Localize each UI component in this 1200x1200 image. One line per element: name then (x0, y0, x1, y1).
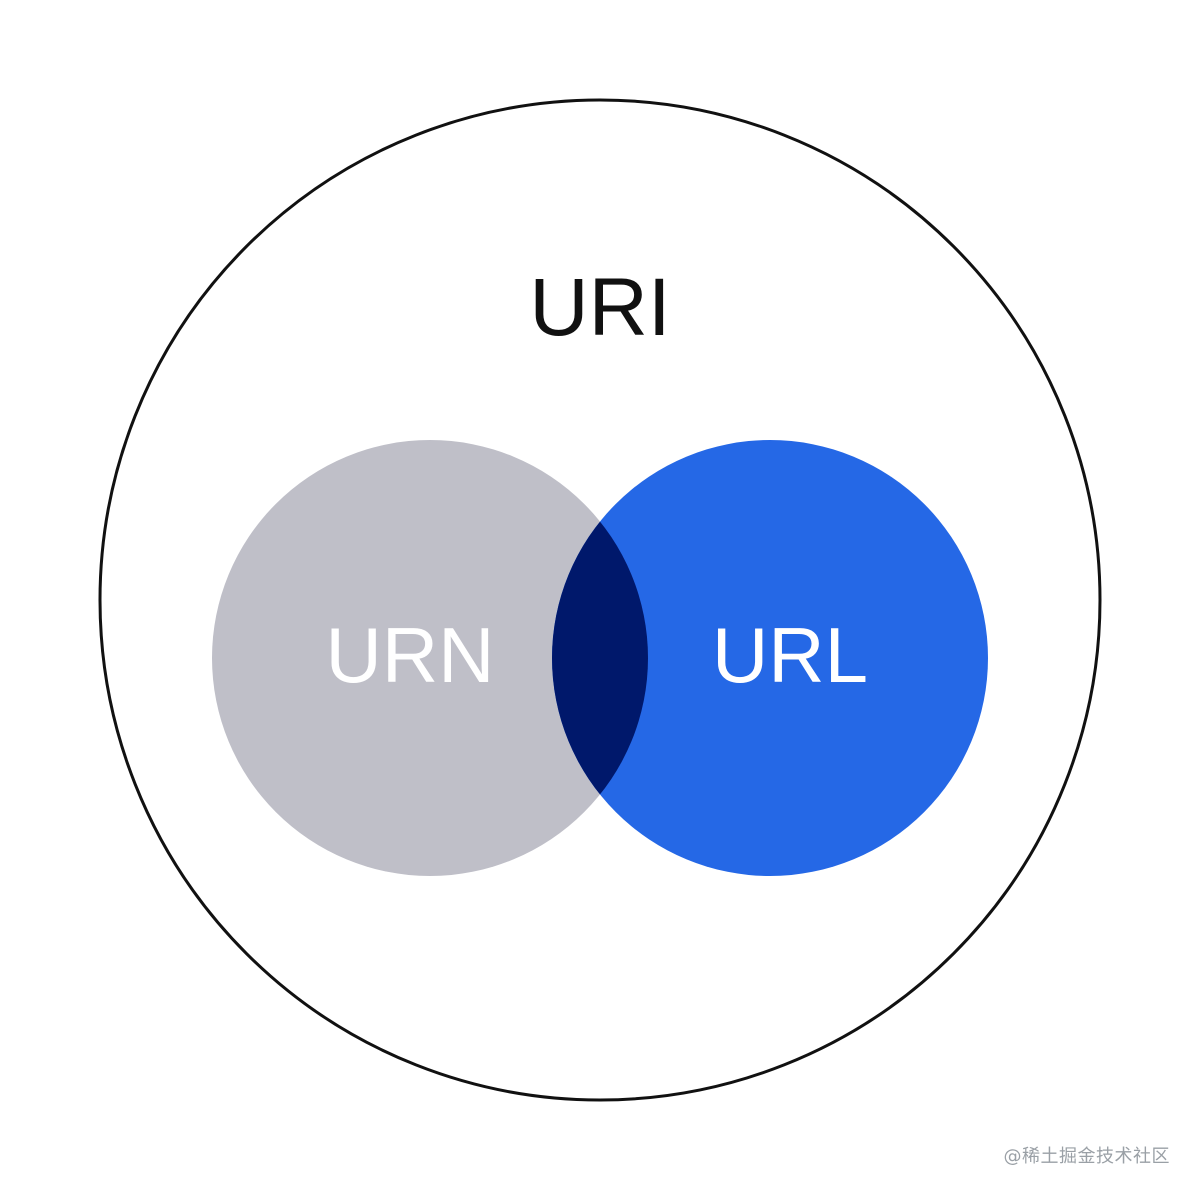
url-label: URL (712, 611, 868, 699)
urn-label: URN (326, 611, 495, 699)
urn-circle (212, 440, 648, 876)
uri-circle (98, 98, 1102, 1102)
watermark-text: @稀土掘金技术社区 (1003, 1146, 1170, 1167)
url-circle (552, 440, 988, 876)
uri-label: URI (529, 262, 670, 353)
